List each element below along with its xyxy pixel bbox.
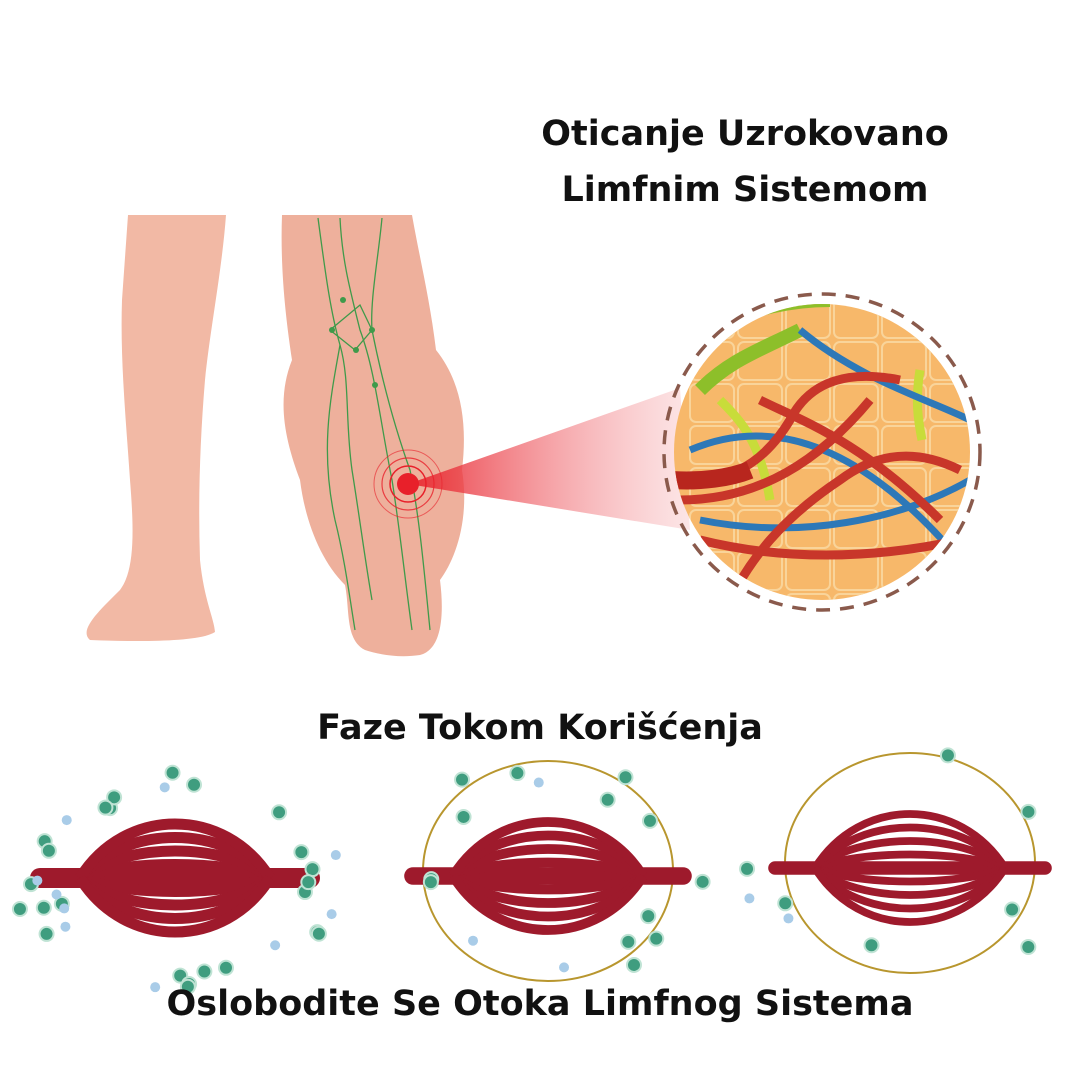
fluid-droplet <box>783 913 794 924</box>
lymph-cell <box>694 873 711 890</box>
fluid-droplet <box>744 893 755 904</box>
fluid-droplet <box>60 921 71 932</box>
vessel-branch <box>812 837 1008 872</box>
phase-stage-1 <box>11 764 341 995</box>
vessel-branch <box>451 871 645 895</box>
swollen-leg <box>281 215 465 657</box>
fluid-droplet <box>61 815 72 826</box>
vessel-branch <box>75 818 275 881</box>
vessel-branch <box>811 810 1009 871</box>
header-title: Oticanje Uzrokovano Limfnim Sistemom <box>520 106 970 218</box>
vessel-branch <box>75 875 275 938</box>
fluid-droplet <box>468 935 479 946</box>
fluid-droplet <box>559 962 570 973</box>
healthy-leg <box>86 215 227 642</box>
lymph-cell <box>648 930 665 947</box>
lymph-cell <box>739 860 756 877</box>
header-title-line1: Oticanje Uzrokovano <box>541 114 949 154</box>
vessel-branch <box>812 864 1008 899</box>
lymph-cell <box>454 771 471 788</box>
fluid-droplet <box>270 940 281 951</box>
fluid-droplet <box>533 777 544 788</box>
lymph-cell <box>293 844 310 861</box>
zoom-beam <box>408 388 690 530</box>
lymph-cell <box>620 933 637 950</box>
footer-title: Oslobodite Se Otoka Limfnog Sistema <box>166 984 914 1024</box>
lymph-cell <box>625 956 642 973</box>
lymph-cell <box>164 764 181 781</box>
lymph-cell <box>179 978 196 995</box>
lymph-cell <box>97 799 114 816</box>
lymph-cell <box>1020 803 1037 820</box>
vessel-branch <box>448 873 648 935</box>
magnifier-dashed-ring <box>662 292 982 612</box>
lymph-cell <box>40 842 57 859</box>
fluid-droplet <box>330 850 341 861</box>
lymph-cell <box>300 874 317 891</box>
fluid-droplet <box>159 782 170 793</box>
lymph-cell <box>310 925 327 942</box>
lymph-cell <box>35 899 52 916</box>
header-title-line2: Limfnim Sistemom <box>561 170 929 210</box>
lymph-cell <box>217 959 234 976</box>
lymph-cell <box>196 963 213 980</box>
lymph-cell <box>455 808 472 825</box>
lymph-cell <box>271 804 288 821</box>
lymph-cell <box>939 747 956 764</box>
lymph-cell <box>186 776 203 793</box>
lymph-cell <box>422 874 439 891</box>
vessel-branch <box>811 865 1009 926</box>
pain-target-icon <box>373 449 443 519</box>
lymph-cell <box>1020 938 1037 955</box>
vessel-branch <box>451 857 645 881</box>
lymph-cell <box>11 900 28 917</box>
lymph-nodes <box>329 297 378 388</box>
lymph-cell <box>777 895 794 912</box>
lymph-cell <box>599 791 616 808</box>
vessel-branch <box>813 864 1007 886</box>
lymph-cell <box>38 925 55 942</box>
fluid-droplet <box>326 909 337 920</box>
phase-stages <box>11 747 1052 995</box>
lymph-cell <box>509 765 526 782</box>
vessel-branch <box>813 850 1007 872</box>
vessel-branch <box>812 865 1008 913</box>
phase-stage-2 <box>404 760 711 982</box>
lymph-cell <box>106 789 123 806</box>
magnified-tissue <box>674 304 970 600</box>
lymph-cell <box>641 812 658 829</box>
lymph-cell <box>640 908 657 925</box>
lymph-cell <box>863 937 880 954</box>
lymph-cell <box>1004 901 1021 918</box>
vessel-branch <box>448 817 648 879</box>
phases-title: Faze Tokom Korišćenja <box>317 708 763 748</box>
fluid-droplet <box>51 889 62 900</box>
phase-stage-3 <box>739 747 1052 974</box>
fluid-droplet <box>150 982 161 993</box>
lymph-cell <box>617 769 634 786</box>
fluid-droplet <box>59 903 70 914</box>
fluid-droplet <box>32 875 43 886</box>
vessel-branch <box>812 823 1008 871</box>
lymph-cell <box>304 861 321 878</box>
